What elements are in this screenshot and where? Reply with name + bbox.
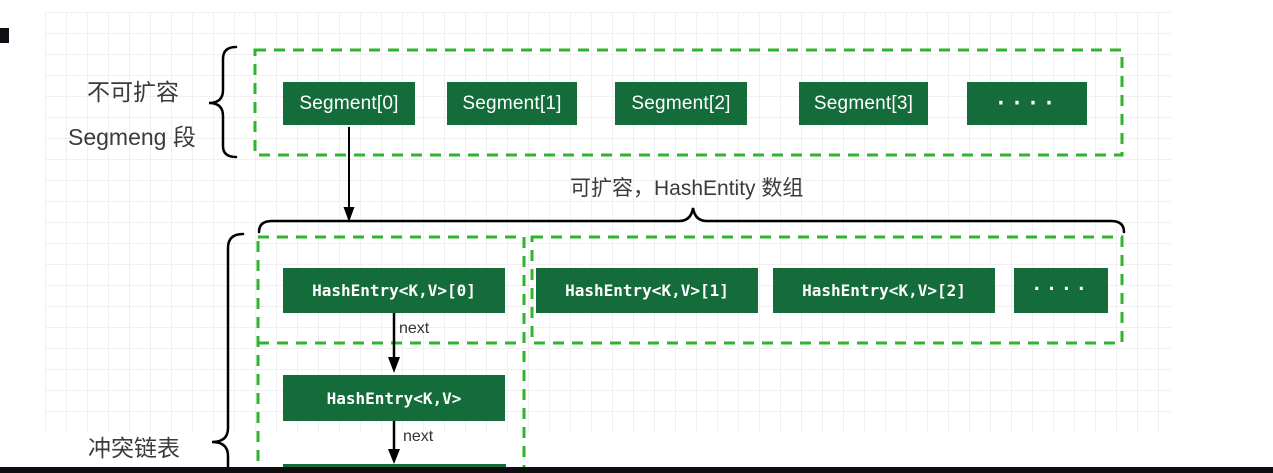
hashentry-ellipsis-text: ....	[1031, 274, 1091, 296]
segment-section-label-line2: Segmeng 段	[68, 124, 196, 150]
next-arrow-1-head	[388, 357, 400, 373]
hashentry-array-caption: 可扩容，HashEntity 数组	[570, 177, 804, 200]
segment-array-dashed-box	[253, 48, 1124, 157]
next-edge-label-1: next	[399, 320, 430, 337]
chain-label-brace	[211, 232, 245, 473]
segment0-to-array-arrowhead	[343, 207, 355, 222]
segment-section-label-line1: 不可扩容	[87, 79, 179, 105]
segment-ellipsis-text: ....	[994, 84, 1060, 109]
hashentry-ellipsis-node: ....	[1014, 268, 1108, 313]
segment-3-node: Segment[3]	[799, 82, 928, 125]
chain-section-label: 冲突链表	[88, 435, 180, 461]
hashentry-2-node: HashEntry<K,V>[2]	[773, 268, 995, 313]
segment-2-node: Segment[2]	[615, 82, 747, 125]
chain-hashentry-node: HashEntry<K,V>	[283, 375, 505, 421]
next-arrow-2-head	[388, 449, 400, 464]
hashentry-0-node: HashEntry<K,V>[0]	[283, 268, 505, 313]
segment-ellipsis-node: ....	[967, 82, 1087, 125]
hashentry-array-dashed-box	[530, 235, 1124, 345]
hashentry-array-brace	[257, 207, 1126, 234]
segment-label-brace	[208, 45, 238, 159]
bottom-black-bar	[0, 467, 1273, 473]
segment-1-node: Segment[1]	[447, 82, 577, 125]
hashentry-1-node: HashEntry<K,V>[1]	[536, 268, 758, 313]
bucket-chain-dashed-box	[256, 235, 526, 473]
next-edge-label-2: next	[403, 428, 434, 445]
left-edge-mark	[0, 28, 9, 43]
segment-0-node: Segment[0]	[283, 82, 415, 125]
